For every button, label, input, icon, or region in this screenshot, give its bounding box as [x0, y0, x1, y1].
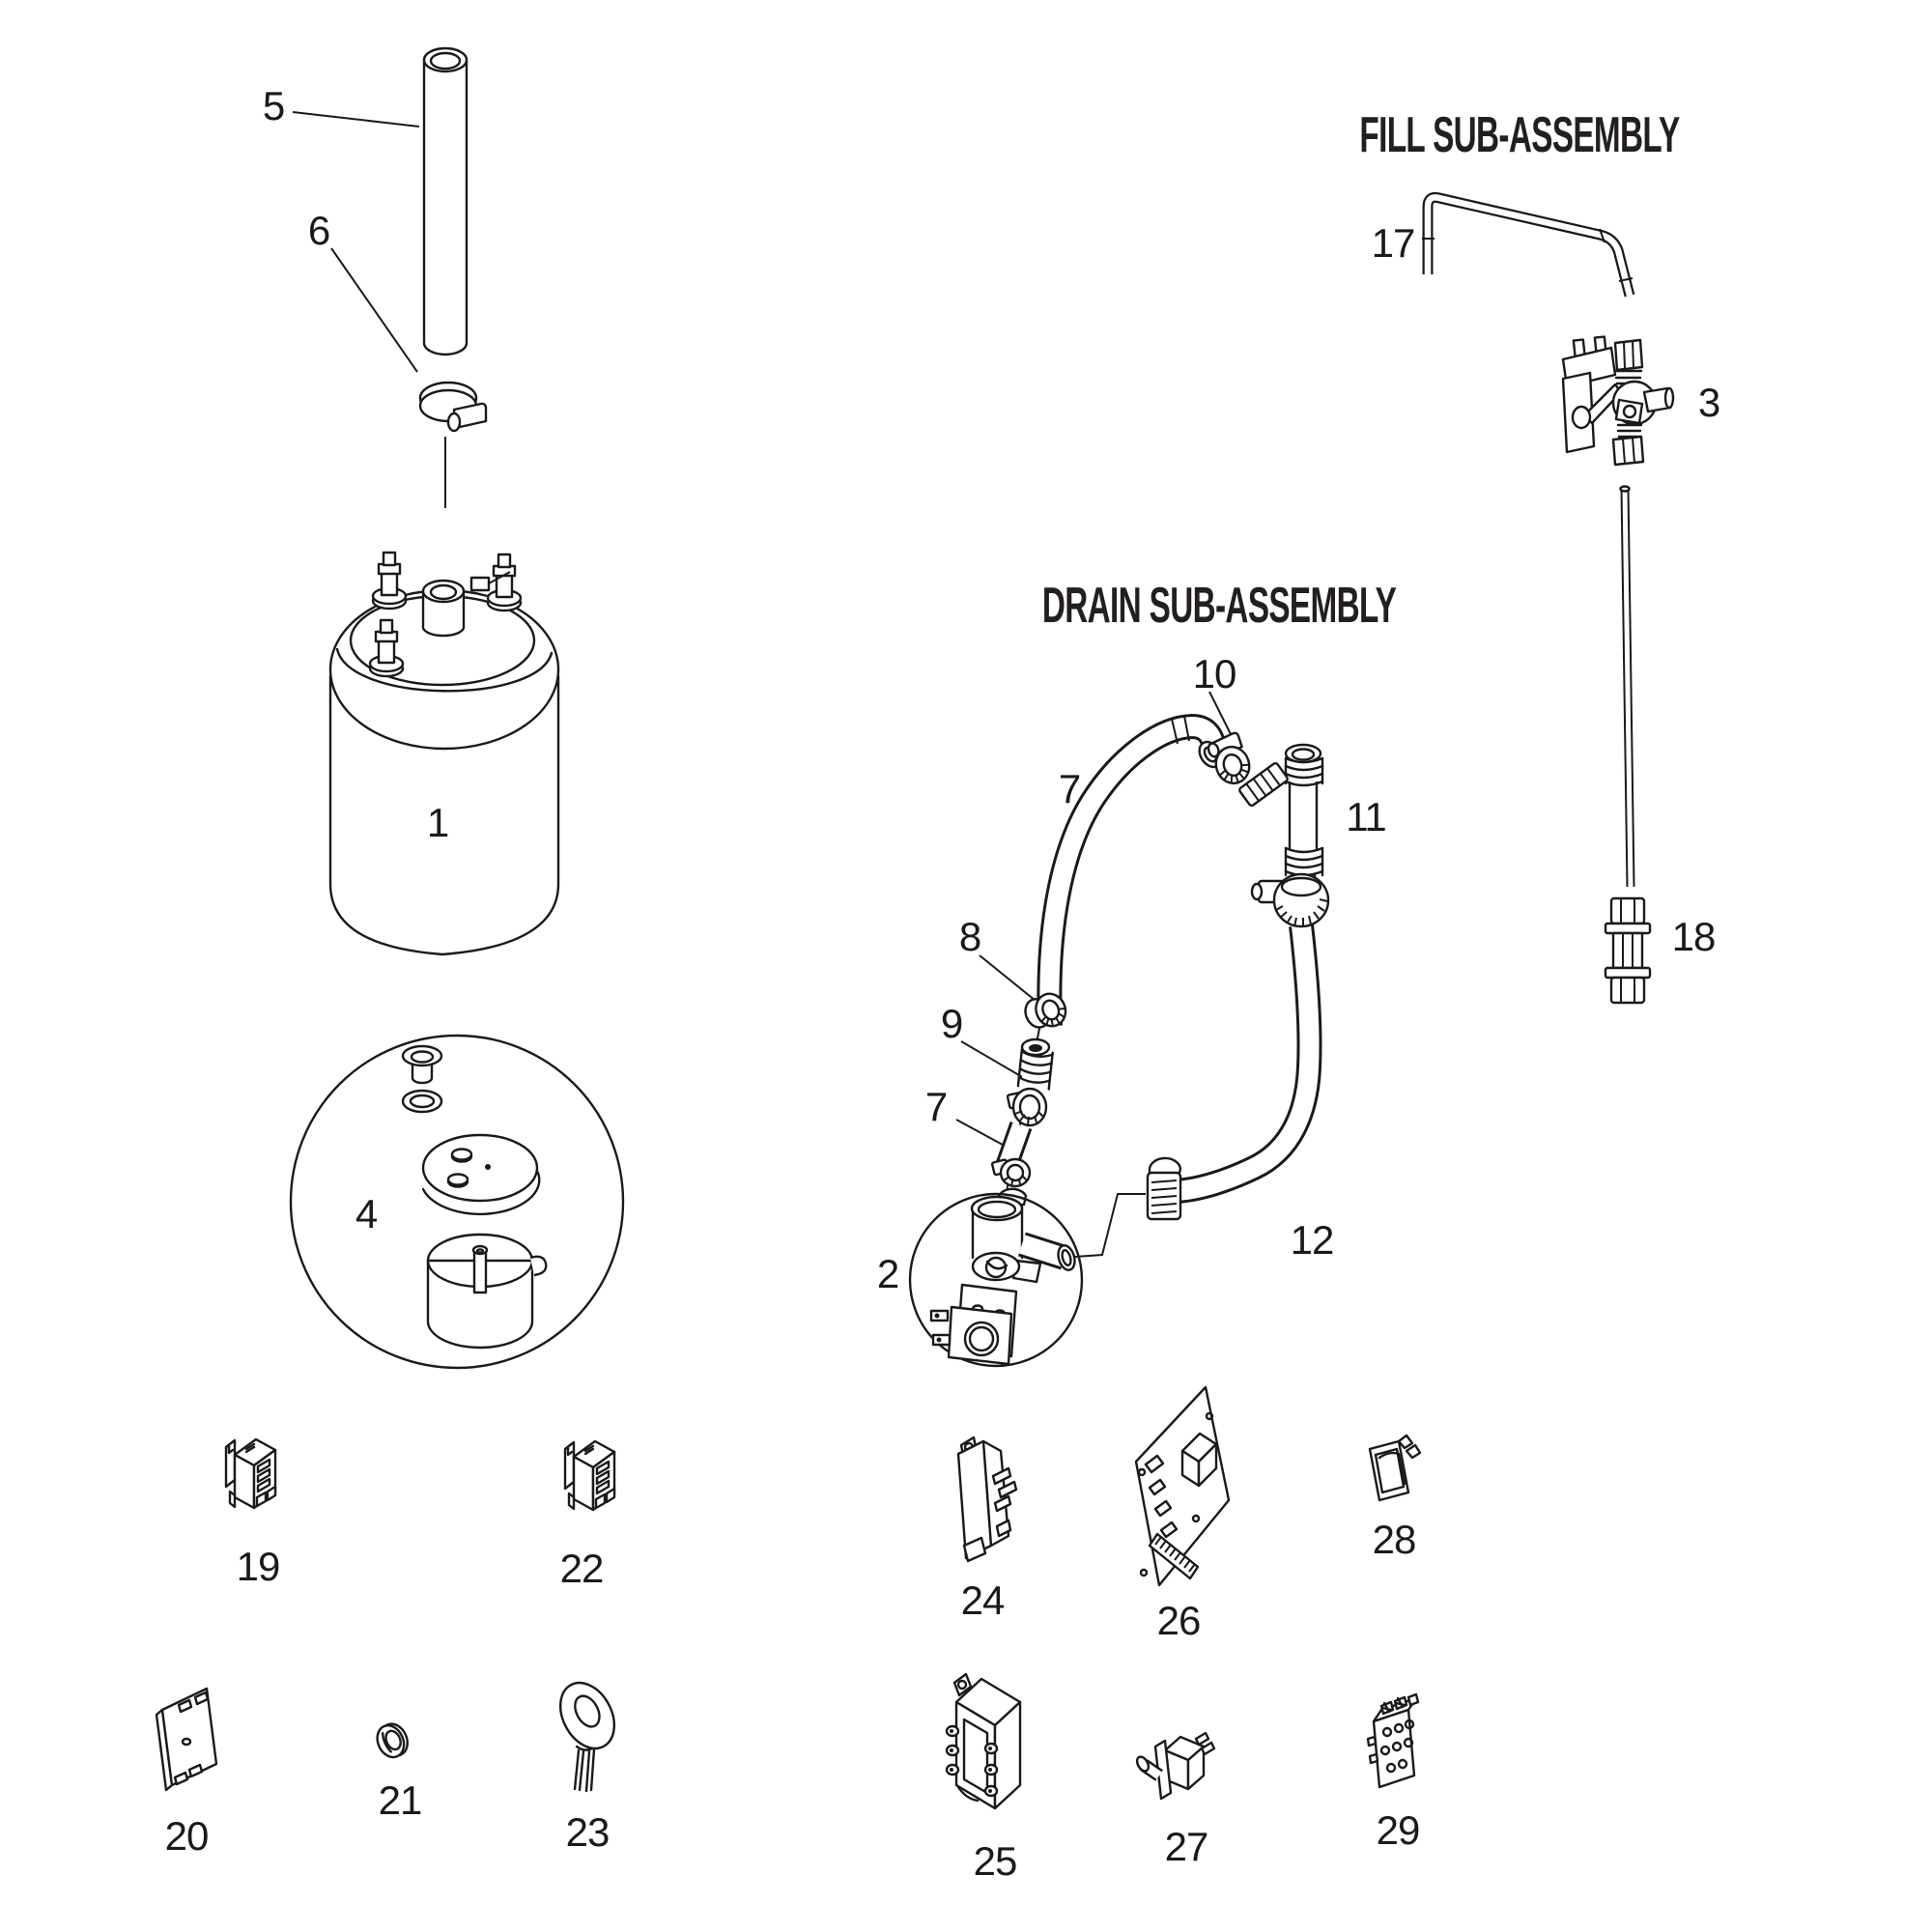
part-5-tube — [422, 46, 469, 356]
part-20-plate — [155, 1687, 218, 1792]
fill-sub-assembly — [1422, 191, 1675, 1005]
part-7-hose-long — [1037, 713, 1227, 1027]
part-label-29: 29 — [1376, 1807, 1421, 1853]
part-label-19: 19 — [236, 1544, 281, 1589]
part-24-switch — [956, 1435, 1018, 1563]
part-label-11: 11 — [1346, 794, 1387, 839]
part-19-relay — [224, 1437, 277, 1510]
part-label-12: 12 — [1290, 1217, 1335, 1263]
part-22-relay — [563, 1439, 616, 1512]
tank-terminal — [371, 551, 408, 611]
part-12-hose-elbow — [1174, 923, 1322, 1204]
part-label-5: 5 — [262, 83, 285, 128]
part-4-seal-kit — [289, 1034, 625, 1370]
part-3-fill-valve — [1561, 335, 1675, 467]
part-6-hose-clamp — [418, 381, 488, 508]
part-11-barbed-fitting — [1284, 743, 1324, 885]
part-7-hose-short — [990, 1121, 1033, 1208]
part-10-clamp — [1207, 731, 1251, 785]
part-label-10: 10 — [1192, 651, 1237, 696]
part-label-7a: 7 — [1058, 766, 1081, 811]
part-label-4: 4 — [355, 1191, 378, 1236]
part-label-1: 1 — [426, 800, 449, 845]
barbed-adapter — [1238, 761, 1289, 808]
part-1-tank — [328, 551, 560, 956]
worm-clamp-large — [1250, 872, 1330, 928]
part-label-25: 25 — [973, 1838, 1018, 1884]
part-8-clamp — [1024, 992, 1067, 1029]
leader-lines — [292, 111, 1236, 1151]
part-label-18: 18 — [1671, 914, 1717, 959]
part-25-transformer — [945, 1672, 1022, 1810]
hose-12-clamp — [1146, 1156, 1182, 1221]
part-label-22: 22 — [559, 1546, 605, 1591]
part-label-3: 3 — [1697, 380, 1720, 425]
part-9-barbed-fitting — [1006, 1037, 1054, 1127]
fill-subassembly-title: FILL SUB-ASSEMBLY — [1359, 107, 1680, 163]
part-label-24: 24 — [960, 1577, 1006, 1623]
part-label-28: 28 — [1372, 1517, 1417, 1562]
part-label-7b: 7 — [924, 1084, 948, 1129]
part-18-tube-coupler — [1604, 485, 1652, 1005]
part-label-20: 20 — [164, 1813, 210, 1859]
part-2-drain-valve — [908, 1192, 1084, 1368]
part-26-circuit-board — [1134, 1385, 1231, 1587]
drain-sub-assembly — [908, 713, 1330, 1368]
part-29-terminal-block — [1366, 1692, 1420, 1789]
part-label-2: 2 — [876, 1251, 899, 1296]
part-label-8: 8 — [958, 914, 981, 959]
part-label-21: 21 — [378, 1777, 423, 1823]
tank-terminal — [368, 618, 405, 678]
part-17-fill-tube — [1422, 191, 1635, 298]
tank-terminal — [486, 553, 523, 612]
part-label-27: 27 — [1164, 1824, 1209, 1869]
part-label-23: 23 — [565, 1809, 611, 1855]
part-label-26: 26 — [1156, 1598, 1202, 1643]
part-21-grommet — [376, 1722, 409, 1759]
part-label-6: 6 — [307, 208, 330, 253]
part-27-push-switch — [1135, 1731, 1216, 1801]
part-label-9: 9 — [940, 1001, 963, 1046]
transformer-terminals — [945, 1724, 999, 1798]
drain-subassembly-title: DRAIN SUB-ASSEMBLY — [1041, 578, 1397, 634]
part-label-17: 17 — [1371, 220, 1416, 266]
part-28-rocker-switch — [1368, 1434, 1422, 1502]
part-23-sensor — [558, 1681, 616, 1793]
